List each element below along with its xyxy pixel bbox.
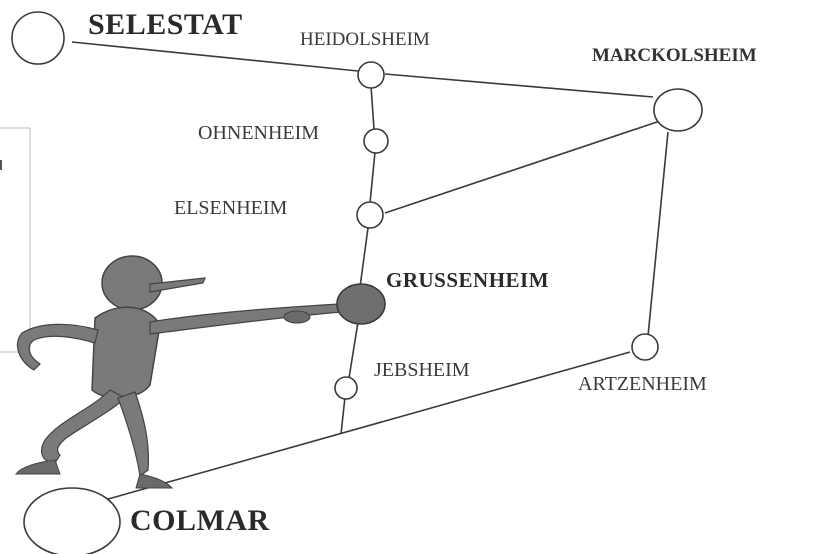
selestat-node	[11, 11, 65, 65]
road-selestat-heidolsheim	[71, 41, 359, 72]
artzenheim-label: ARTZENHEIM	[578, 373, 707, 395]
road-jebsheim-junction	[340, 396, 346, 435]
frame-mark	[0, 160, 2, 170]
heidolsheim-label: HEIDOLSHEIM	[300, 29, 430, 50]
road-elsenheim-marckolsheim	[384, 120, 661, 214]
pointing-figure-illustration	[14, 255, 343, 489]
road-heidolsheim-marckolsheim	[384, 73, 654, 98]
colmar-node	[23, 487, 121, 554]
road-marckolsheim-artzenheim	[647, 131, 669, 337]
road-heidolsheim-ohnenheim	[370, 85, 375, 130]
frame-box	[0, 127, 31, 353]
road-ohnenheim-elsenheim	[369, 151, 376, 204]
jebsheim-node	[334, 376, 358, 400]
town-nodes	[11, 11, 703, 554]
elsenheim-node	[356, 201, 384, 229]
jebsheim-label: JEBSHEIM	[374, 359, 470, 381]
road-elsenheim-grussenheim	[359, 227, 369, 288]
grussenheim-label: GRUSSENHEIM	[386, 268, 550, 292]
artzenheim-node	[631, 333, 659, 361]
ohnenheim-node	[363, 128, 389, 154]
elsenheim-label: ELSENHEIM	[174, 197, 288, 219]
road-colmar-artzenheim	[93, 351, 631, 504]
road-grussenheim-jebsheim	[348, 321, 359, 379]
roads	[71, 41, 669, 504]
colmar-label: COLMAR	[130, 504, 270, 537]
selestat-label: SELESTAT	[88, 8, 243, 41]
grussenheim-node-highlighted	[336, 283, 386, 325]
heidolsheim-node	[357, 61, 385, 89]
marckolsheim-node	[653, 88, 703, 132]
marckolsheim-label: MARCKOLSHEIM	[592, 45, 757, 66]
ohnenheim-label: OHNENHEIM	[198, 122, 320, 144]
